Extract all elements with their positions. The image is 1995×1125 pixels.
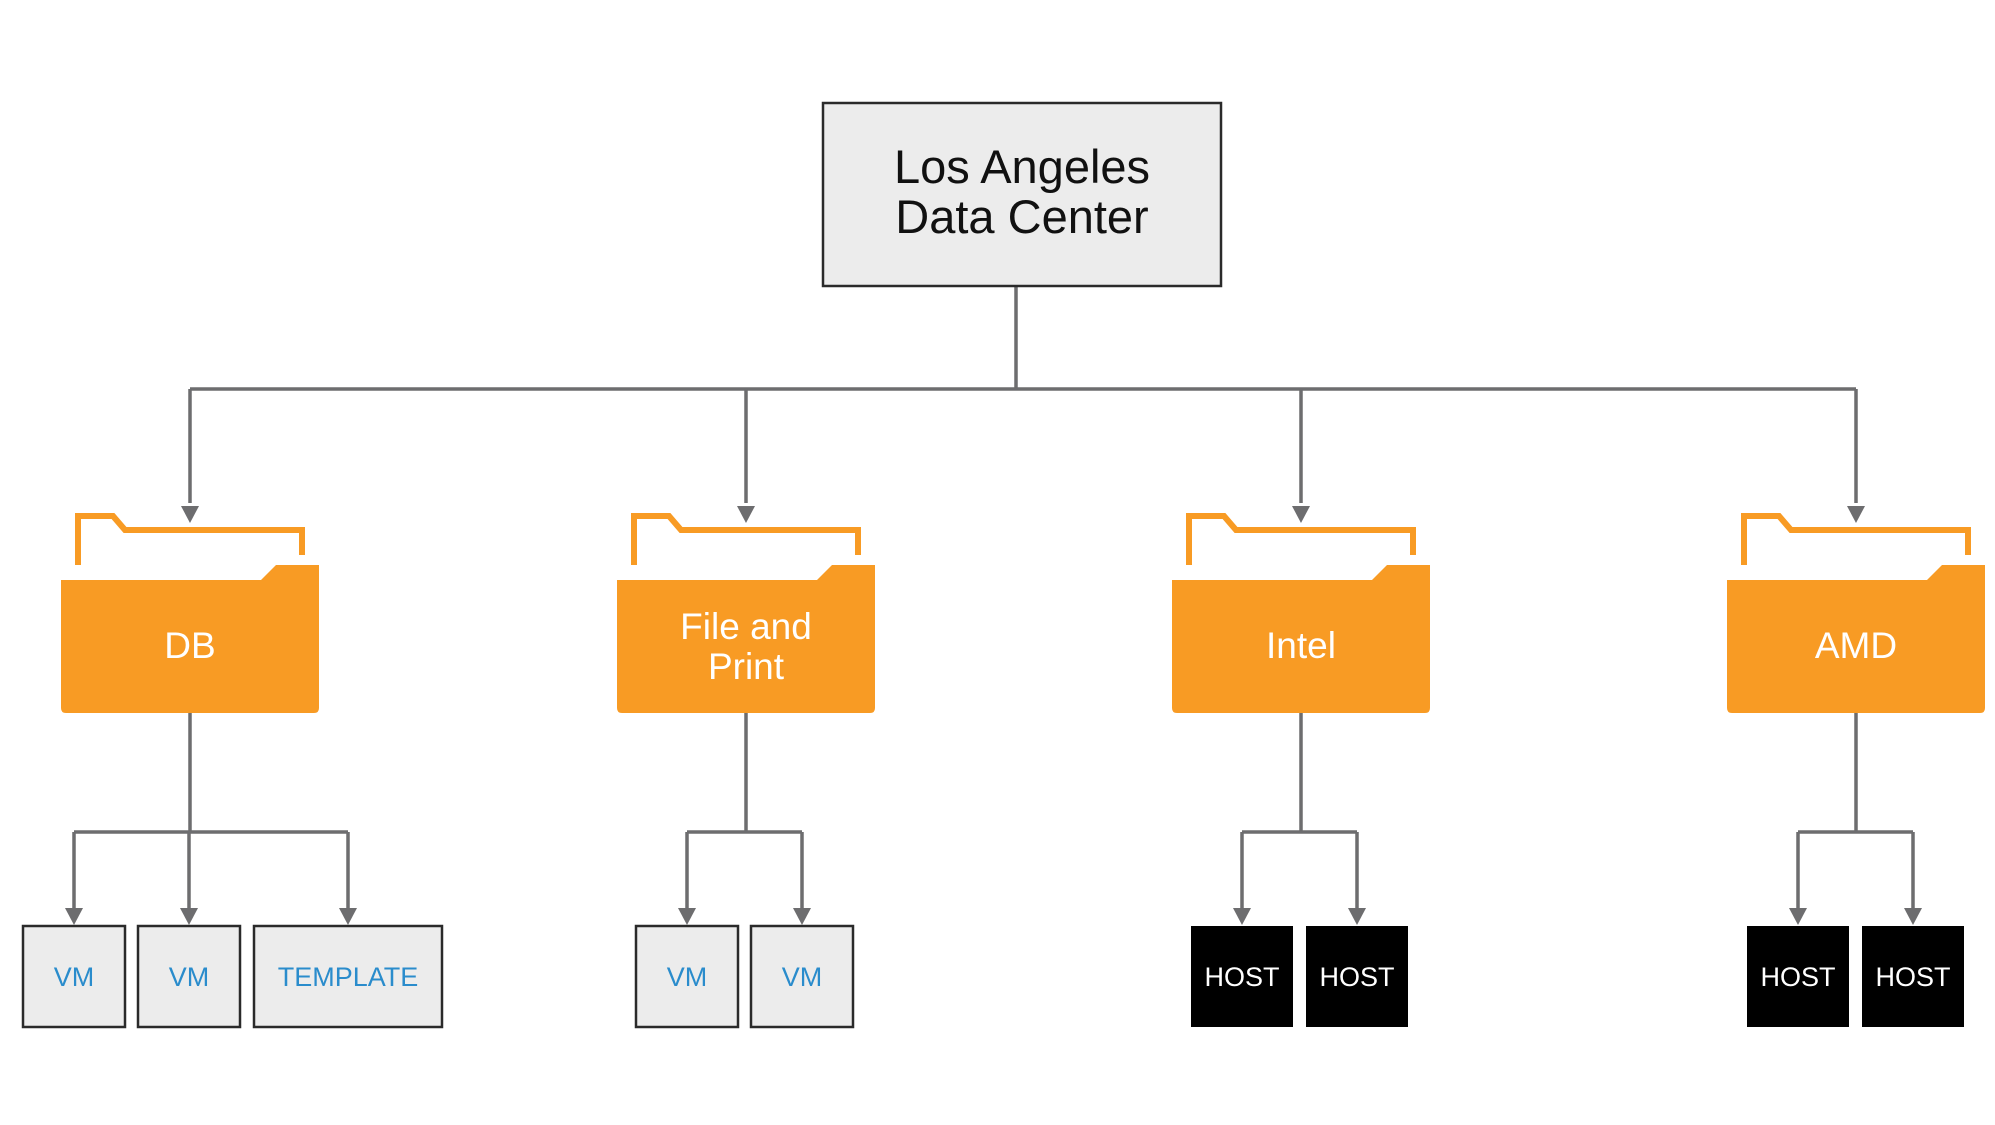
vm-node: VM bbox=[136, 924, 242, 1029]
folder-arrow-head bbox=[1847, 506, 1865, 523]
folder-icon bbox=[1172, 565, 1430, 713]
host-node: HOST bbox=[1862, 926, 1964, 1027]
host-box bbox=[1862, 926, 1964, 1027]
leaf-arrow-head bbox=[65, 908, 83, 925]
vm-box bbox=[252, 924, 444, 1029]
leaf-arrow-head bbox=[678, 908, 696, 925]
leaf-label: VM bbox=[667, 962, 708, 992]
folder-arrow-head bbox=[737, 506, 755, 523]
leaf-label: HOST bbox=[1319, 962, 1394, 992]
folder-icon bbox=[61, 565, 319, 713]
template-node: TEMPLATE bbox=[252, 924, 444, 1029]
leaf-label: VM bbox=[169, 962, 210, 992]
leaf-arrow-head bbox=[1789, 908, 1807, 925]
leaf-arrow-head bbox=[1233, 908, 1251, 925]
leaf-nodes: VM VM TEMPLATE VM VM HOST HOST HOST HOST bbox=[21, 924, 1964, 1029]
leaf-label: TEMPLATE bbox=[278, 962, 419, 992]
folder-tab-outline bbox=[75, 513, 305, 565]
host-node: HOST bbox=[1191, 926, 1293, 1027]
root-title-line-1: Los Angeles bbox=[894, 140, 1150, 193]
folder-arrow-head bbox=[181, 506, 199, 523]
leaf-arrow-head bbox=[339, 908, 357, 925]
leaf-label: HOST bbox=[1204, 962, 1279, 992]
host-box bbox=[1747, 926, 1849, 1027]
folder-node: AMD bbox=[1727, 513, 1985, 713]
folder-label-line-2: Print bbox=[708, 646, 785, 687]
root-title-line-2: Data Center bbox=[895, 190, 1148, 243]
host-box bbox=[1191, 926, 1293, 1027]
folder-arrow-head bbox=[1292, 506, 1310, 523]
host-node: HOST bbox=[1747, 926, 1849, 1027]
leaf-arrow-head bbox=[180, 908, 198, 925]
folder-label-line-1: File and bbox=[680, 606, 812, 647]
vm-box bbox=[136, 924, 242, 1029]
leaf-label: VM bbox=[54, 962, 95, 992]
leaf-arrow-head bbox=[1904, 908, 1922, 925]
folder-label-line-1: DB bbox=[164, 625, 215, 666]
folder-label-line-1: Intel bbox=[1266, 625, 1336, 666]
leaf-label: HOST bbox=[1875, 962, 1950, 992]
folder-icon bbox=[617, 565, 875, 713]
host-node: HOST bbox=[1306, 926, 1408, 1027]
leaf-label: VM bbox=[782, 962, 823, 992]
folder-tab-outline bbox=[1741, 513, 1971, 565]
root-node: Los Angeles Data Center bbox=[821, 101, 1223, 288]
folder-label-line-1: AMD bbox=[1815, 625, 1897, 666]
vm-box bbox=[634, 924, 740, 1029]
connector-lines bbox=[65, 286, 1922, 925]
vm-node: VM bbox=[749, 924, 855, 1029]
vm-box bbox=[749, 924, 855, 1029]
leaf-arrow-head bbox=[793, 908, 811, 925]
leaf-label: HOST bbox=[1760, 962, 1835, 992]
folder-node: DB bbox=[61, 513, 319, 713]
vm-node: VM bbox=[21, 924, 127, 1029]
vm-box bbox=[21, 924, 127, 1029]
folder-tab-outline bbox=[631, 513, 861, 565]
root-box bbox=[821, 101, 1223, 288]
leaf-arrow-head bbox=[1348, 908, 1366, 925]
folder-tab-outline bbox=[1186, 513, 1416, 565]
folder-icon bbox=[1727, 565, 1985, 713]
host-box bbox=[1306, 926, 1408, 1027]
folder-node: Intel bbox=[1172, 513, 1430, 713]
vm-node: VM bbox=[634, 924, 740, 1029]
